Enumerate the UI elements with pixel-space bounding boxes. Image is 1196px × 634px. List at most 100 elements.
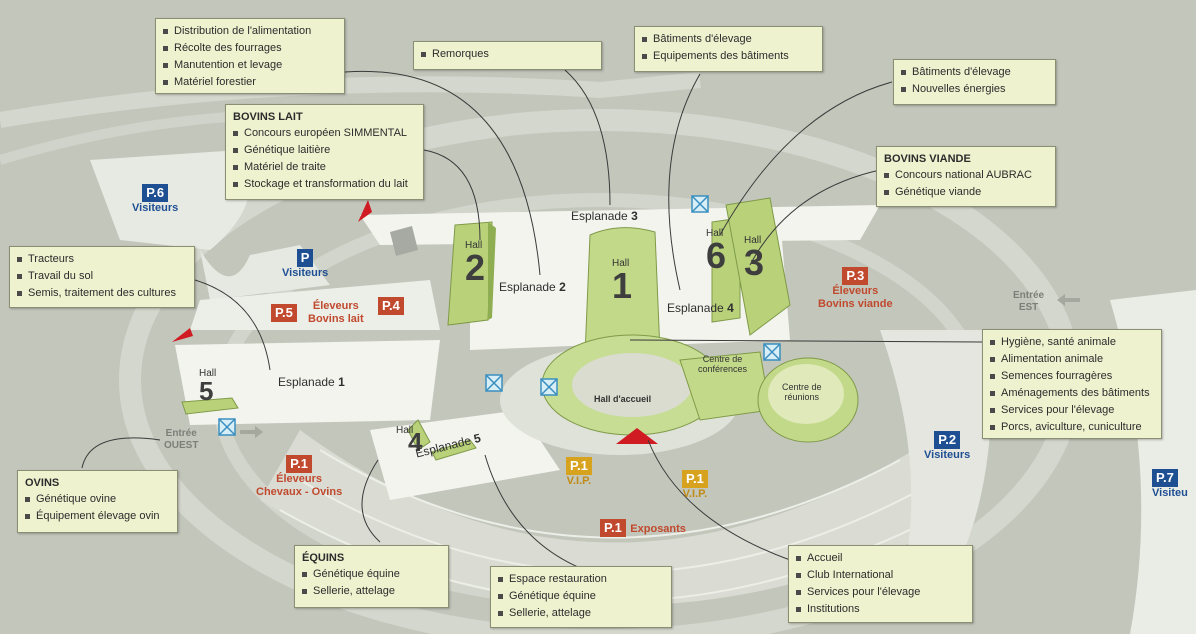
info-box-tractors: Tracteurs Travail du sol Semis, traiteme…: [9, 246, 195, 308]
esplanade-3-label: Esplanade 3: [571, 209, 638, 223]
esplanade-4-word: Esplanade: [667, 301, 724, 315]
marker-icons: [218, 195, 781, 436]
info-box-machinery: Distribution de l'alimentation Récolte d…: [155, 18, 345, 94]
entrance-ouest-line2: OUEST: [164, 440, 199, 451]
entrance-ouest-arrow: [240, 426, 263, 438]
parking-p1-vip-right-badge: P.1: [682, 470, 708, 488]
list-item: Bâtiments d'élevage: [901, 64, 1048, 81]
list-item: Services pour l'élevage: [796, 584, 965, 601]
list-item: Aménagements des bâtiments: [990, 385, 1154, 402]
info-box-restauration: Espace restauration Génétique équine Sel…: [490, 566, 672, 628]
info-box-trailers: Remorques: [413, 41, 602, 70]
esplanade-3-number: 3: [631, 209, 638, 223]
parking-p3-line1: Éleveurs: [832, 285, 879, 297]
info-box-bovins-viande-list: Concours national AUBRAC Génétique viand…: [884, 167, 1048, 201]
entrance-est-line1: Entrée: [1013, 290, 1045, 301]
list-item: Services pour l'élevage: [990, 402, 1154, 419]
info-box-tractors-list: Tracteurs Travail du sol Semis, traiteme…: [17, 251, 187, 302]
list-item: Génétique viande: [884, 184, 1048, 201]
parking-p2-label: Visiteurs: [924, 449, 971, 461]
list-item: Concours européen SIMMENTAL: [233, 125, 416, 142]
entrance-ouest-label: Entrée OUEST: [164, 428, 198, 452]
hall-6-word: Hall: [706, 228, 724, 239]
info-box-bovins-viande-title: BOVINS VIANDE: [884, 153, 971, 165]
esplanade-2-number: 2: [559, 280, 566, 294]
parking-p1-chevaux-line1: Éleveurs: [276, 473, 323, 485]
parking-p1-vip-left-badge: P.1: [566, 457, 592, 475]
list-item: Sellerie, attelage: [498, 605, 664, 622]
parking-p1-exposants-label: Exposants: [630, 523, 686, 535]
parking-p: P Visiteurs: [282, 249, 328, 279]
hall-4-word: Hall: [396, 425, 414, 436]
hall-accueil-label: Hall d'accueil: [594, 394, 652, 404]
hall-3-building: [725, 197, 791, 336]
parking-p1-chevaux-badge: P.1: [286, 455, 313, 473]
esplanade-1-word: Esplanade: [278, 375, 335, 389]
parking-p-badge: P: [296, 249, 314, 267]
parking-p7-label: Visiteu: [1152, 487, 1188, 499]
parking-p1-vip-right: P.1 V.I.P.: [682, 470, 708, 500]
list-item: Hygiène, santé animale: [990, 334, 1154, 351]
parking-p5-badge: P.5: [271, 304, 297, 322]
info-box-buildings-hall6-list: Bâtiments d'élevage Equipements des bâti…: [642, 31, 815, 65]
parking-p7: P.7 Visiteu: [1152, 469, 1188, 499]
info-box-buildings-hall3: Bâtiments d'élevage Nouvelles énergies: [893, 59, 1056, 105]
hall-5-building: [181, 397, 239, 415]
list-item: Sellerie, attelage: [302, 583, 441, 600]
parking-p5-p4-line2: Bovins lait: [308, 313, 364, 325]
hall-1-building: [584, 227, 661, 356]
info-box-bovins-lait-list: Concours européen SIMMENTAL Génétique la…: [233, 125, 416, 193]
hall-1-word: Hall: [612, 258, 630, 269]
info-box-equins-list: Génétique équine Sellerie, attelage: [302, 566, 441, 600]
esplanade-2-label: Esplanade 2: [499, 280, 566, 294]
parking-p3-line2: Bovins viande: [818, 298, 893, 310]
info-box-machinery-list: Distribution de l'alimentation Récolte d…: [163, 23, 337, 91]
hall-1-label: Hall 1: [612, 258, 632, 304]
esplanade-2-area: [470, 225, 600, 350]
info-box-buildings-hall3-list: Bâtiments d'élevage Nouvelles énergies: [901, 64, 1048, 98]
list-item: Alimentation animale: [990, 351, 1154, 368]
list-item: Génétique équine: [302, 566, 441, 583]
hall-4-building: [407, 419, 431, 451]
parking-p7-badge: P.7: [1152, 469, 1178, 487]
entrance-est-label: Entrée EST: [1013, 290, 1044, 314]
leader-lines: [81, 69, 983, 571]
info-box-equins: ÉQUINS Génétique équine Sellerie, attela…: [294, 545, 449, 608]
list-item: Tracteurs: [17, 251, 187, 268]
list-item: Récolte des fourrages: [163, 40, 337, 57]
hall-5-word: Hall: [199, 368, 217, 379]
centre-conferences-line2: conférences: [698, 364, 748, 374]
parking-area-east: [880, 330, 992, 590]
centre-reunions-line1: Centre de: [782, 382, 822, 392]
main-entrance-arrow: [616, 428, 658, 444]
hall-3-word: Hall: [744, 235, 762, 246]
esplanade-4-number: 4: [727, 301, 734, 315]
hall-6-number: 6: [706, 235, 727, 276]
list-item: Génétique équine: [498, 588, 664, 605]
parking-p5-p4-label: Éleveurs Bovins lait: [308, 300, 364, 326]
parking-p3-badge: P.3: [842, 267, 869, 285]
list-item: Équipement élevage ovin: [25, 508, 170, 525]
parking-p1-exposants-badge: P.1: [600, 519, 626, 537]
hall-4-label: Hall 4: [396, 425, 423, 457]
esplanade-3-word: Esplanade: [571, 209, 628, 223]
esplanade-1-area: [175, 340, 440, 425]
entrance-arrow-north: [358, 200, 372, 222]
esplanade-1-number: 1: [338, 375, 345, 389]
list-item: Concours national AUBRAC: [884, 167, 1048, 184]
list-item: Matériel forestier: [163, 74, 337, 91]
info-box-accueil-list: Accueil Club International Services pour…: [796, 550, 965, 618]
info-box-accueil: Accueil Club International Services pour…: [788, 545, 973, 623]
hall-5-number: 5: [199, 376, 214, 406]
hall-2-word: Hall: [465, 240, 483, 251]
hall-4-number: 4: [408, 427, 423, 457]
hall-2-number: 2: [465, 247, 486, 288]
list-item: Manutention et levage: [163, 57, 337, 74]
parking-p6-label: Visiteurs: [132, 202, 179, 214]
centre-conferences-label: Centre de conférences: [698, 354, 747, 374]
list-item: Semis, traitement des cultures: [17, 285, 187, 302]
info-box-trailers-list: Remorques: [421, 46, 594, 63]
hall-5-label: Hall 5: [199, 368, 217, 406]
info-box-bovins-lait: BOVINS LAIT Concours européen SIMMENTAL …: [225, 104, 424, 200]
esplanade-1-label: Esplanade 1: [278, 375, 345, 389]
